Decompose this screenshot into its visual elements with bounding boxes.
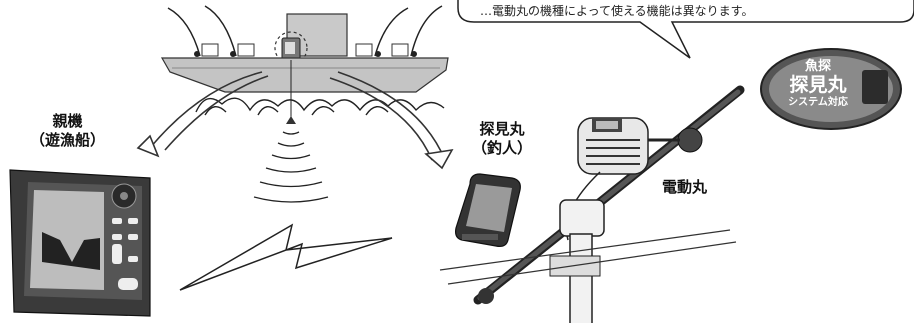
tankenmaru-system-badge	[760, 48, 902, 130]
badge-line-3: システム対応	[788, 97, 848, 108]
signal-arrows	[136, 71, 454, 170]
parent-unit-label: 親機 （遊漁船）	[30, 112, 105, 150]
tankenmaru-receiver	[455, 173, 521, 247]
parent-unit-subtitle: （遊漁船）	[30, 131, 106, 149]
parent-fishfinder-device	[9, 169, 151, 317]
speech-bubble	[457, 0, 914, 59]
waves	[195, 97, 445, 116]
parent-unit-title: 親機	[52, 112, 83, 130]
tankenmaru-title: 探見丸	[479, 120, 525, 138]
badge-text-group: 魚探 探見丸 システム対応	[768, 60, 868, 109]
dendomaru-label: 電動丸	[662, 178, 708, 196]
boat	[160, 5, 449, 93]
tankenmaru-label: 探見丸 （釣人）	[472, 120, 532, 158]
sonar-beam	[253, 60, 329, 203]
speech-bubble-text: …電動丸の機種によって使える機能は異なります。	[480, 4, 754, 18]
badge-line-2: 探見丸	[789, 74, 847, 96]
electric-reel-and-rod	[439, 85, 745, 323]
tankenmaru-subtitle: （釣人）	[472, 139, 533, 157]
wireless-signal	[179, 223, 393, 291]
badge-line-1: 魚探	[804, 59, 831, 74]
